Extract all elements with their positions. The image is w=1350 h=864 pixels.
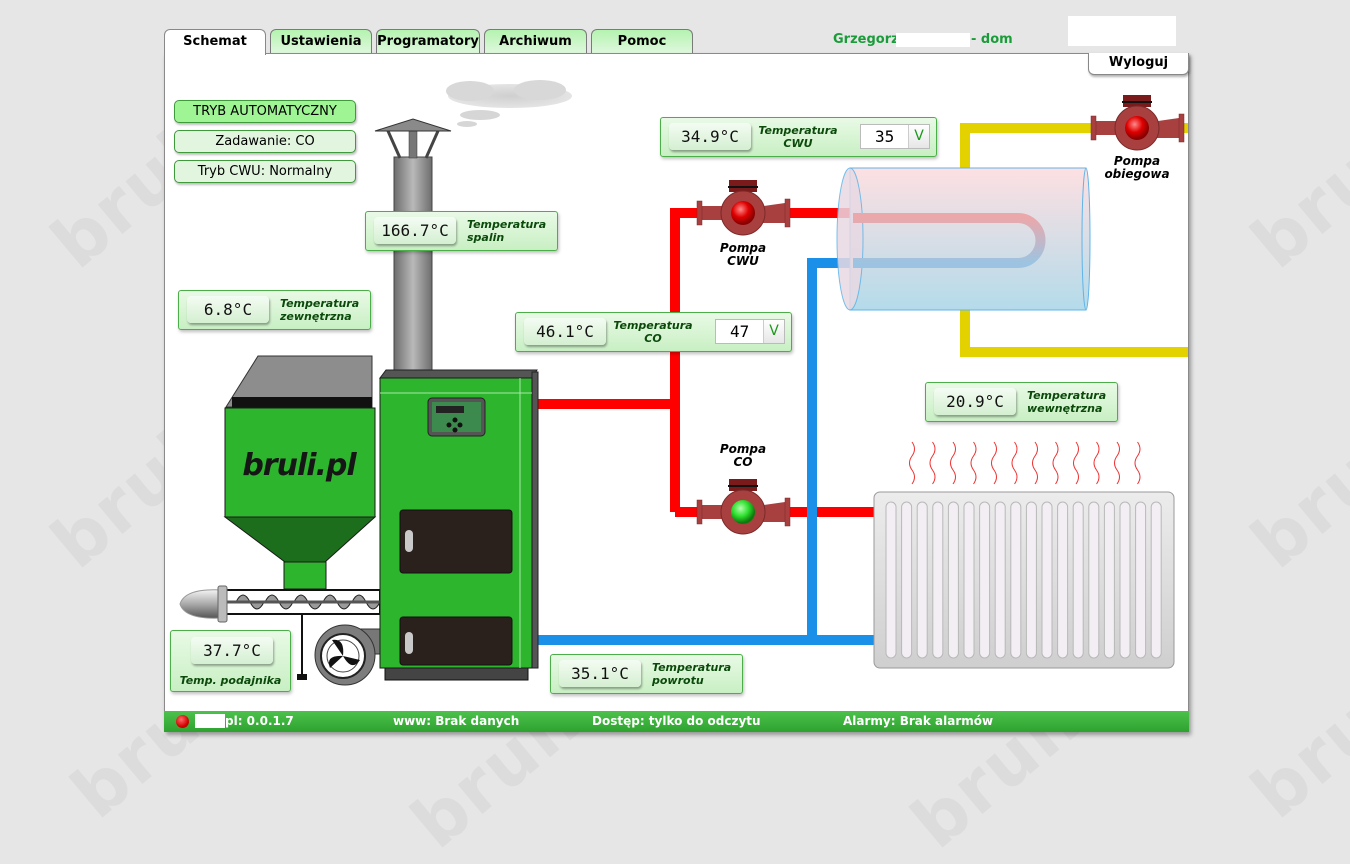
heat-wave-icon (1134, 441, 1141, 485)
radiator-fin (932, 501, 944, 659)
heating-diagram: bruli.pl (179, 80, 1188, 686)
access-status: Dostęp: tylko do odczytu (592, 714, 761, 728)
hopper-brand: bruli.pl (242, 448, 357, 483)
pump-co-status-indicator (731, 500, 755, 524)
radiator-fin (1119, 501, 1131, 659)
user-first-name: Grzegorz (833, 32, 899, 47)
demand-mode-button[interactable]: Zadawanie: CO (174, 130, 356, 153)
radiator-fin (901, 501, 913, 659)
flue-temp-value: 166.7°C (374, 217, 456, 244)
alarm-status: Alarmy: Brak alarmów (843, 714, 994, 728)
heat-wave-icon (1073, 441, 1079, 485)
heat-wave-icon (1011, 441, 1018, 485)
feeder-temp-value: 37.7°C (191, 637, 273, 664)
radiator-fin (1072, 501, 1084, 659)
ch-setpoint-confirm-button[interactable]: V (763, 320, 784, 343)
heat-wave-icon (929, 441, 936, 485)
feeder-temp-widget: 37.7°C Temp. podajnika (170, 630, 291, 692)
heat-wave-icon (970, 441, 977, 485)
radiator-fin (916, 501, 928, 659)
dhw-mode-button[interactable]: Tryb CWU: Normalny (174, 160, 356, 183)
dhw-setpoint-confirm-button[interactable]: V (908, 125, 929, 148)
radiator-fin (1025, 501, 1037, 659)
redacted-surname (896, 33, 970, 47)
heat-wave-icon (1052, 441, 1059, 485)
pump-cwu-icon[interactable] (696, 179, 791, 236)
heat-wave-icon (950, 441, 956, 485)
pump-cwu-status-indicator (731, 201, 755, 225)
radiator (873, 441, 1175, 669)
ch-setpoint-input[interactable]: 47 V (715, 319, 785, 344)
radiator-fin (994, 501, 1006, 659)
ch-temp-value: 46.1°C (524, 318, 606, 345)
www-status: www: Brak danych (393, 714, 520, 728)
redacted-brand (195, 714, 225, 728)
heat-wave-icon (1114, 441, 1120, 485)
auto-mode-button[interactable]: TRYB AUTOMATYCZNY (174, 100, 356, 123)
radiator-fin (885, 501, 897, 659)
blower-fan-icon (314, 624, 382, 686)
fuel-hopper: bruli.pl (223, 355, 377, 590)
radiator-fin (947, 501, 959, 659)
radiator-fin (1010, 501, 1022, 659)
pump-co-icon[interactable] (696, 478, 791, 535)
dhw-tank (836, 167, 1091, 311)
supply-pipes (537, 208, 875, 517)
smoke-cloud-icon (446, 80, 572, 127)
outdoor-temp-value: 6.8°C (187, 296, 269, 323)
boiler (379, 369, 539, 681)
version-text: pl: 0.0.1.7 (225, 714, 294, 728)
heat-wave-icon (1032, 441, 1038, 485)
radiator-fin (1041, 501, 1053, 659)
radiator-fin (963, 501, 975, 659)
tab-pomoc[interactable]: Pomoc (591, 29, 693, 53)
feeder-auger (179, 585, 381, 680)
radiator-fin (979, 501, 991, 659)
logout-button[interactable]: Wyloguj (1088, 53, 1189, 75)
tab-schemat[interactable]: Schemat (164, 29, 266, 55)
chimney-icon (374, 118, 452, 373)
radiator-fin (1103, 501, 1115, 659)
user-suffix: - dom (971, 32, 1013, 47)
heat-wave-icon (991, 441, 997, 485)
feeder-temp-label: Temp. podajnika (179, 674, 282, 687)
radiator-fin (1057, 501, 1069, 659)
redacted-info (1068, 16, 1176, 46)
connection-status-indicator (176, 715, 189, 728)
tab-ustawienia[interactable]: Ustawienia (270, 29, 372, 53)
heat-wave-icon (1093, 441, 1100, 485)
dhw-temp-value: 34.9°C (669, 123, 751, 150)
pump-circulation-status-indicator (1125, 116, 1149, 140)
radiator-fin (1088, 501, 1100, 659)
heat-wave-icon (909, 441, 915, 485)
radiator-fin (1135, 501, 1147, 659)
pump-circulation-icon[interactable] (1090, 94, 1185, 151)
tab-archiwum[interactable]: Archiwum (484, 29, 587, 53)
status-bar: pl: 0.0.1.7 www: Brak danych Dostęp: tyl… (164, 711, 1189, 732)
radiator-fin (1150, 501, 1162, 659)
indoor-temp-value: 20.9°C (934, 388, 1016, 415)
return-temp-value: 35.1°C (559, 660, 641, 687)
dhw-setpoint-input[interactable]: 35 V (860, 124, 930, 149)
tab-programatory[interactable]: Programatory (376, 29, 480, 53)
